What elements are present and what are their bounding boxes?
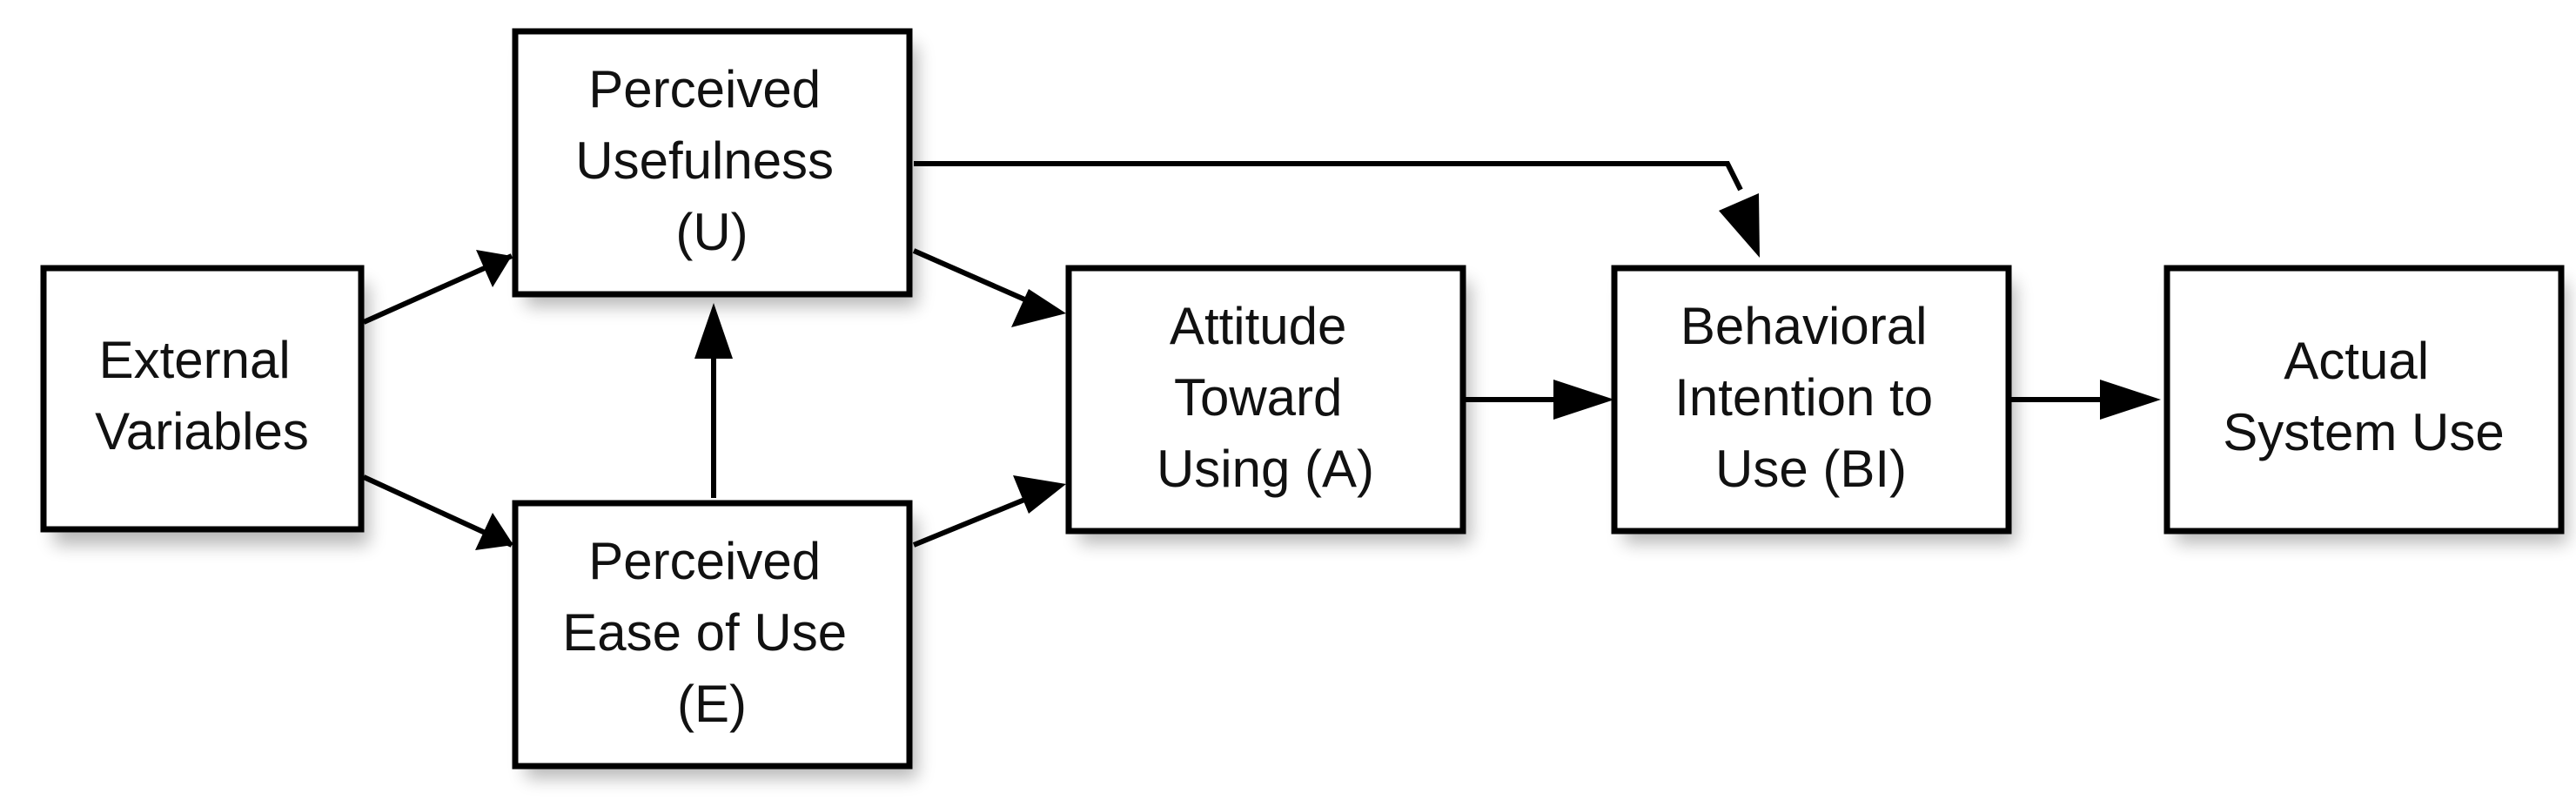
nodes-layer: External Variables Perceived Usefulness … — [40, 28, 2567, 778]
node-actual-line-2: System Use — [2223, 403, 2504, 461]
svg-text:Attitude Toward: Attitude Toward Using (A) — [1157, 297, 1374, 498]
node-ease-line-1: Perceived — [588, 532, 821, 590]
node-perceived-ease-of-use: Perceived Ease of Use (E) — [512, 500, 917, 778]
arrowhead-external-to-ease — [475, 513, 513, 550]
node-attitude-line-1: Attitude — [1170, 297, 1346, 355]
edge-usefulness-to-intention — [914, 161, 1743, 192]
arrowhead-ease-to-usefulness — [694, 303, 733, 359]
arrowhead-usefulness-to-attitude — [1011, 289, 1066, 327]
svg-text:Actual System Use: Actual System Use — [2223, 332, 2504, 461]
node-actual-system-use: Actual System Use — [2163, 265, 2567, 543]
node-external-variables: External Variables — [40, 265, 369, 545]
node-external-line-1: External — [99, 331, 291, 389]
edge-ease-to-attitude — [912, 495, 1030, 548]
node-usefulness-line-3: (U) — [675, 203, 748, 261]
edges-layer — [362, 161, 2161, 550]
arrowhead-usefulness-to-intention — [1719, 193, 1760, 258]
arrowhead-external-to-usefulness — [476, 250, 512, 287]
node-perceived-usefulness: Perceived Usefulness (U) — [512, 28, 917, 306]
node-attitude-line-2: Toward — [1174, 368, 1342, 427]
node-actual-line-1: Actual — [2284, 332, 2429, 390]
arrowhead-intention-to-actual — [2100, 380, 2161, 420]
node-attitude-line-3: Using (A) — [1157, 440, 1374, 498]
node-external-line-2: Variables — [95, 402, 309, 461]
node-intention-line-2: Intention to — [1674, 368, 1933, 427]
svg-text:Perceived Ease of Use: Perceived Ease of Use (E) — [562, 532, 862, 733]
svg-text:Behavioral Intention t: Behavioral Intention to Use (BI) — [1674, 297, 1948, 498]
node-intention-line-1: Behavioral — [1680, 297, 1928, 355]
node-intention-line-3: Use (BI) — [1715, 440, 1907, 498]
node-usefulness-line-2: Usefulness — [575, 131, 834, 190]
node-behavioral-intention: Behavioral Intention to Use (BI) — [1611, 265, 2016, 543]
node-usefulness-line-1: Perceived — [588, 60, 821, 118]
node-attitude-toward-using: Attitude Toward Using (A) — [1065, 265, 1471, 543]
svg-text:External Variables: External Variables — [95, 331, 309, 461]
node-ease-line-3: (E) — [677, 675, 747, 733]
arrowhead-attitude-to-intention — [1553, 380, 1614, 420]
svg-text:Perceived Usefulness: Perceived Usefulness (U) — [575, 60, 848, 261]
arrowhead-ease-to-attitude — [1013, 475, 1066, 514]
node-ease-line-2: Ease of Use — [562, 603, 847, 662]
edge-usefulness-to-attitude — [912, 248, 1030, 304]
